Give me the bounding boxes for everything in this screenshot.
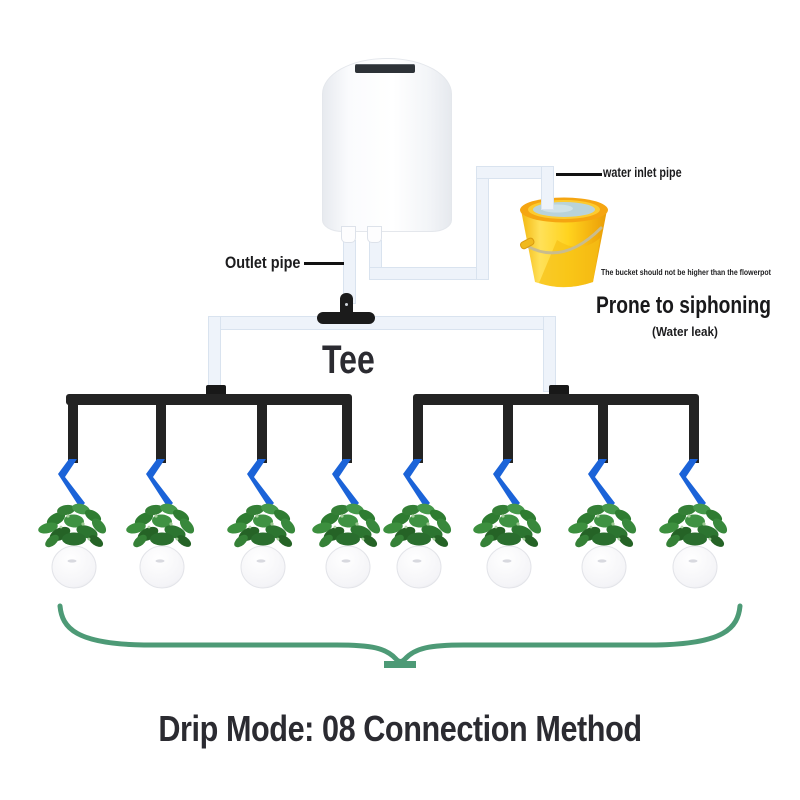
plant-drip-unit-6 [473,399,545,591]
water-inlet-pipe-label: water inlet pipe [603,165,682,180]
bucket-body-shade [539,238,600,288]
brace-center-tab [384,661,416,668]
pot-dimple [155,559,165,563]
plant-pot [240,545,286,589]
bucket-note-label: The bucket should not be higher than the… [601,267,771,277]
pot-dimple [597,559,607,563]
potted-plant [383,503,452,589]
inlet-pipe-segment-horizontal [369,267,489,280]
potted-plant [312,503,381,589]
drip-emitter-icon [588,459,615,508]
main-pipe-horizontal [208,316,556,330]
tee-label: Tee [322,338,375,382]
pot-dimple [502,559,512,563]
plant-pot [396,545,442,589]
siphon-subtitle-label: (Water leak) [652,324,718,339]
plant-drip-unit-2 [126,399,198,591]
potted-plant [126,503,195,589]
plant-drip-unit-4 [312,399,384,591]
right-manifold-tube [413,394,699,405]
bucket-handle-knob [519,237,535,250]
plant-pot [51,545,97,589]
drip-emitter-icon [332,459,359,508]
device-inlet-nozzle [367,226,382,243]
potted-plant [568,503,637,589]
plant-foliage [383,503,452,548]
drip-emitter-icon [403,459,430,508]
plant-foliage [659,503,728,548]
plant-pot [672,545,718,589]
tee-connector-hole [345,303,348,306]
diagram-title: Drip Mode: 08 Connection Method [158,708,642,749]
pot-dimple [412,559,422,563]
main-pipe-right-drop [543,316,556,392]
plant-foliage [312,503,381,548]
device-outlet-nozzle [341,226,356,243]
drip-emitter-icon [493,459,520,508]
pot-dimple [256,559,266,563]
drip-tube [68,399,78,463]
potted-plant [38,503,107,589]
plant-foliage [38,503,107,548]
drip-tube [503,399,513,463]
plant-pot [486,545,532,589]
drip-emitter-icon [247,459,274,508]
drip-tube [689,399,699,463]
potted-plant [473,503,542,589]
drip-tube [413,399,423,463]
main-pipe-left-drop [208,316,221,392]
plant-foliage [126,503,195,548]
pot-dimple [67,559,77,563]
potted-plant [227,503,296,589]
device-display-slot [355,64,415,73]
tee-connector-bar [317,312,375,324]
outlet-pipe-pointer-line [304,262,344,265]
plant-foliage [473,503,542,548]
drip-emitter-icon [679,459,706,508]
drip-emitter-icon [58,459,85,508]
inlet-pipe-pointer-line [556,173,602,176]
left-manifold-tube [66,394,352,405]
plant-foliage [568,503,637,548]
plant-drip-unit-5 [383,399,455,591]
pot-dimple [341,559,351,563]
plant-foliage [227,503,296,548]
drip-tube [257,399,267,463]
watering-pump-device [322,58,452,232]
inlet-pipe-segment-up [476,166,489,280]
plant-drip-unit-8 [659,399,731,591]
potted-plant [659,503,728,589]
plant-drip-unit-7 [568,399,640,591]
drip-tube [342,399,352,463]
drip-tube [156,399,166,463]
plant-pot [325,545,371,589]
plant-pot [139,545,185,589]
plant-drip-unit-1 [38,399,110,591]
outlet-pipe-label: Outlet pipe [225,253,301,272]
siphon-title-label: Prone to siphoning [596,292,771,319]
bucket-handle [525,226,603,255]
pot-dimple [688,559,698,563]
drip-emitter-icon [146,459,173,508]
brace [57,603,743,668]
water-bucket [519,197,608,288]
inlet-pipe-into-bucket [541,166,554,210]
drip-tube [598,399,608,463]
plant-drip-unit-3 [227,399,299,591]
plant-pot [581,545,627,589]
